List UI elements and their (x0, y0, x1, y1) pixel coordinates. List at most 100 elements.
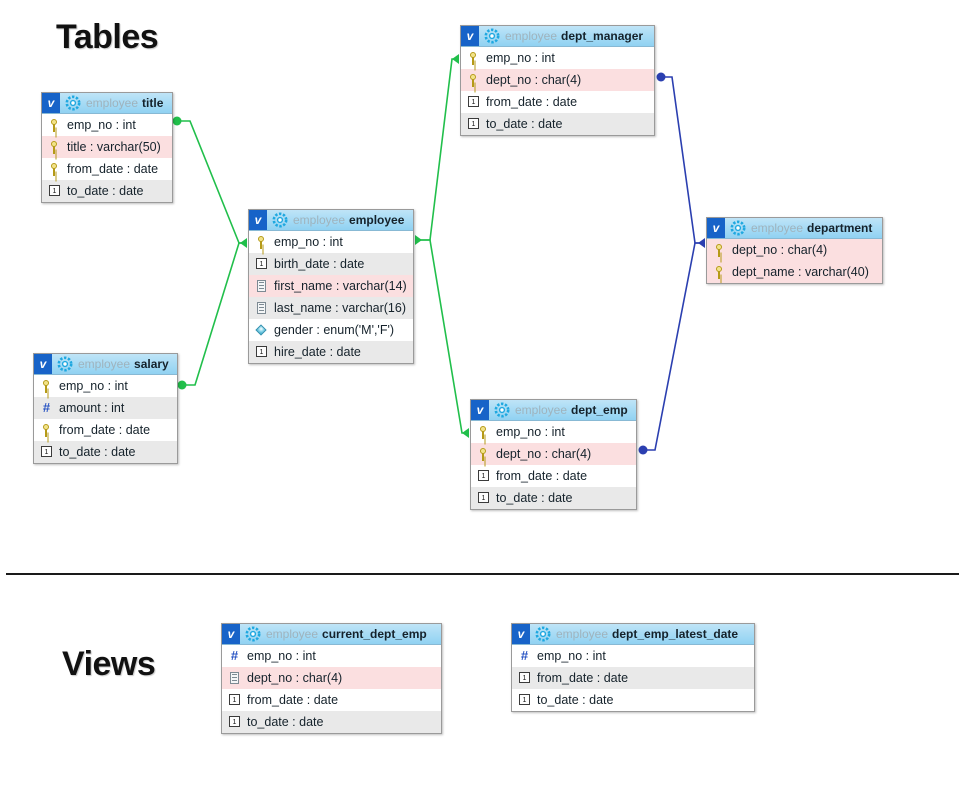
date-icon (518, 693, 531, 707)
field-label: title : varchar(50) (67, 140, 161, 154)
field-label: from_date : date (59, 423, 151, 437)
field-row[interactable]: to_date : date (512, 689, 754, 711)
key-icon (477, 425, 490, 439)
field-row[interactable]: to_date : date (461, 113, 654, 135)
view-badge-icon: v (249, 210, 267, 230)
gear-icon (730, 220, 746, 236)
tables-section-heading: Tables (56, 18, 159, 56)
field-label: to_date : date (247, 715, 324, 729)
field-row[interactable]: to_date : date (42, 180, 172, 202)
field-label: birth_date : date (274, 257, 365, 271)
field-label: gender : enum('M','F') (274, 323, 395, 337)
entity-name-label: employee (349, 213, 405, 227)
field-row[interactable]: hire_date : date (249, 341, 413, 363)
entity-name-label: salary (134, 357, 169, 371)
field-row[interactable]: birth_date : date (249, 253, 413, 275)
date-icon (467, 117, 480, 131)
entity-schema-label: employee (266, 627, 319, 641)
date-icon (255, 345, 268, 359)
key-icon (255, 235, 268, 249)
field-label: from_date : date (247, 693, 339, 707)
entity-schema-label: employee (556, 627, 609, 641)
field-label: emp_no : int (537, 649, 606, 663)
view-badge-icon: v (34, 354, 52, 374)
field-row[interactable]: first_name : varchar(14) (249, 275, 413, 297)
date-icon (255, 257, 268, 271)
view-badge-icon: v (461, 26, 479, 46)
field-row[interactable]: to_date : date (34, 441, 177, 463)
field-row[interactable]: emp_no : int (512, 645, 754, 667)
field-row[interactable]: emp_no : int (471, 421, 636, 443)
field-row[interactable]: dept_no : char(4) (707, 239, 882, 261)
field-row[interactable]: dept_no : char(4) (471, 443, 636, 465)
relation-title-employee (172, 116, 247, 248)
numeric-icon (228, 648, 241, 663)
field-row[interactable]: from_date : date (512, 667, 754, 689)
date-icon (518, 671, 531, 685)
view-badge-icon: v (471, 400, 489, 420)
key-icon (467, 73, 480, 87)
entity-name-label: dept_manager (561, 29, 644, 43)
field-row[interactable]: gender : enum('M','F') (249, 319, 413, 341)
text-icon (255, 301, 268, 315)
relation-salary-employee (177, 242, 247, 390)
field-row[interactable]: dept_no : char(4) (461, 69, 654, 91)
views-section-heading: Views (62, 645, 156, 683)
field-label: to_date : date (59, 445, 136, 459)
field-row[interactable]: from_date : date (471, 465, 636, 487)
field-label: emp_no : int (496, 425, 565, 439)
field-row[interactable]: from_date : date (34, 419, 177, 441)
field-label: emp_no : int (59, 379, 128, 393)
date-icon (228, 715, 241, 729)
gear-icon (245, 626, 261, 642)
field-row[interactable]: from_date : date (461, 91, 654, 113)
field-row[interactable]: dept_name : varchar(40) (707, 261, 882, 283)
field-row[interactable]: to_date : date (222, 711, 441, 733)
field-row[interactable]: last_name : varchar(16) (249, 297, 413, 319)
text-icon (228, 671, 241, 685)
relation-dept-emp-department (638, 242, 705, 455)
field-row[interactable]: emp_no : int (42, 114, 172, 136)
field-row[interactable]: emp_no : int (222, 645, 441, 667)
field-label: dept_no : char(4) (496, 447, 592, 461)
field-row[interactable]: emp_no : int (34, 375, 177, 397)
field-label: first_name : varchar(14) (274, 279, 407, 293)
field-row[interactable]: from_date : date (222, 689, 441, 711)
entity-name-label: department (807, 221, 873, 235)
field-row[interactable]: amount : int (34, 397, 177, 419)
text-icon (255, 279, 268, 293)
relation-employee-dept-emp (415, 239, 469, 438)
field-label: from_date : date (486, 95, 578, 109)
entity-schema-label: employee (751, 221, 804, 235)
gear-icon (494, 402, 510, 418)
field-row[interactable]: from_date : date (42, 158, 172, 180)
key-icon (40, 423, 53, 437)
field-row[interactable]: emp_no : int (249, 231, 413, 253)
field-row[interactable]: to_date : date (471, 487, 636, 509)
gear-icon (65, 95, 81, 111)
field-row[interactable]: title : varchar(50) (42, 136, 172, 158)
field-label: dept_no : char(4) (486, 73, 582, 87)
field-label: from_date : date (496, 469, 588, 483)
date-icon (467, 95, 480, 109)
field-row[interactable]: emp_no : int (461, 47, 654, 69)
field-row[interactable]: dept_no : char(4) (222, 667, 441, 689)
gear-icon (272, 212, 288, 228)
